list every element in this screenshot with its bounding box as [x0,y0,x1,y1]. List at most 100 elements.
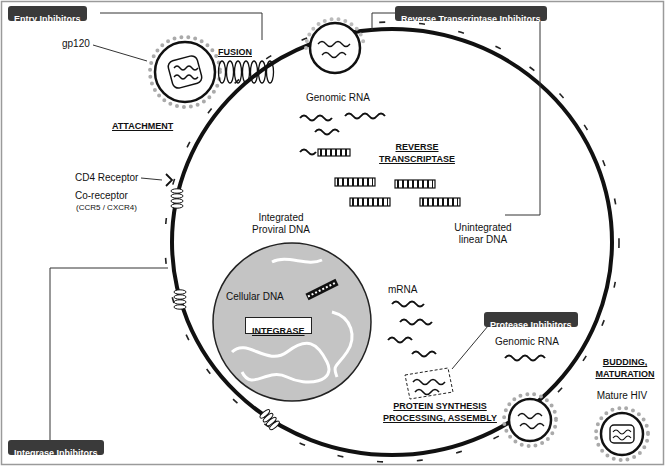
shape-label: Mature HIV [580,390,664,402]
virion-envelope [601,413,643,455]
label-holder: Co-receptor [75,190,128,202]
virion-core [610,425,634,443]
label-holder: Unintegrated linear DNA [448,222,518,246]
shape-label: Cellular DNA [226,291,284,303]
process-label: ATTACHMENT [112,120,173,132]
coil-loop [174,295,186,299]
coil-loop [171,194,183,198]
polyprotein [413,380,445,395]
box-label: INTEGRASE [252,326,305,337]
part-label: gp120 [62,38,90,50]
part-label: Integrated Proviral DNA [245,212,317,236]
part-label: CD4 Receptor [75,172,138,184]
box-label: Reverse Transcriptase Inhibitors [401,14,541,25]
virion-core [167,55,203,90]
process-label: REVERSE TRANSCRIPTASE [372,141,462,165]
virion-spikes [150,37,220,107]
label-holder: gp120 [62,38,90,50]
coil-loop [171,199,183,203]
process-label: FUSION [218,46,252,58]
rna-strand [300,114,385,155]
dna-rungs [397,180,433,188]
dna-ladder [395,180,435,188]
box-label: Entry Inhibitors [14,14,81,25]
rna-strand [174,66,198,79]
proviral-dna-rungs [308,283,336,297]
coil-loop [171,204,183,208]
cd4-receptor [166,174,172,186]
rna-strand [318,42,350,58]
mature-virion-outline [600,412,644,456]
mrna-strand [388,302,436,357]
part-label: mRNA [388,284,417,296]
part-label: Genomic RNA [306,92,370,104]
inhibitor-label: Protease Inhibitors [484,312,578,327]
leader-line [141,178,162,180]
inhibitor-label: Entry Inhibitors [8,6,87,21]
coil-loop [251,61,258,83]
virion-spikes [596,408,648,460]
label-holder: CD4 Receptor [75,172,138,184]
receptor-ring [165,22,619,462]
label-holder: mRNA [388,284,417,296]
coil-loop [174,300,186,304]
coil-loop [174,290,186,294]
nucleus: INTEGRASE Cellular DNA [212,242,372,402]
coil-loop [259,61,266,83]
coil-loop [235,61,242,83]
label-holder: ATTACHMENT [112,120,173,132]
dna-ladder [350,198,390,206]
coil-loop [267,61,274,83]
part-label: Unintegrated linear DNA [448,222,518,246]
process-label: PROTEIN SYNTHESIS PROCESSING, ASSEMBLY [380,400,500,424]
label-holder: PROTEIN SYNTHESIS PROCESSING, ASSEMBLY [380,400,500,424]
mature-virion: Mature HIV [600,412,644,456]
coil-loop [243,61,250,83]
label-holder: Genomic RNA [306,92,370,104]
rna-strand [613,430,631,440]
virion [310,23,360,73]
proviral-dna [307,282,337,297]
label-holder: Integrated Proviral DNA [245,212,317,236]
bracket-line [50,268,168,440]
dna-ladder [318,149,350,156]
label-holder: BUDDING, MATURATION [592,356,658,380]
process-label: BUDDING, MATURATION [592,356,658,380]
bracket-line [505,20,540,215]
coil-loop [227,61,234,83]
virion-spikes [504,394,556,446]
coil-loop [171,189,183,193]
label-holder: FUSION [218,46,252,58]
dna-rungs [337,178,373,186]
coil-loop [174,305,186,309]
inhibitor-label: Reverse Transcriptase Inhibitors [395,6,547,21]
nucleus-outline [213,243,371,401]
cell-membrane [172,29,612,455]
virion [155,42,215,102]
cellular-dna [272,259,322,262]
dna-rungs [352,198,388,206]
bracket-line [452,326,488,369]
label-holder: Genomic RNA [495,336,559,348]
label-holder: REVERSE TRANSCRIPTASE [372,141,462,165]
cellular-dna [332,312,352,377]
dna-ladder [420,198,460,206]
enzyme-box: INTEGRASE [246,318,311,333]
part-label: (CCR5 / CXCR4) [76,203,137,213]
box-label: Integrase Inhibitors [14,448,98,459]
dashed-frame [405,368,453,399]
box-label: Protease Inhibitors [490,320,572,331]
rna-strand [518,414,544,429]
label-holder: (CCR5 / CXCR4) [76,203,137,213]
budding-virion [509,399,551,441]
dna-ladder [335,178,375,186]
cellular-dna [232,343,329,382]
dna-rungs [320,149,348,156]
coil-loop [219,61,226,83]
co-receptor [259,408,281,431]
coil-loop [268,420,280,431]
part-label: Co-receptor [75,190,128,202]
